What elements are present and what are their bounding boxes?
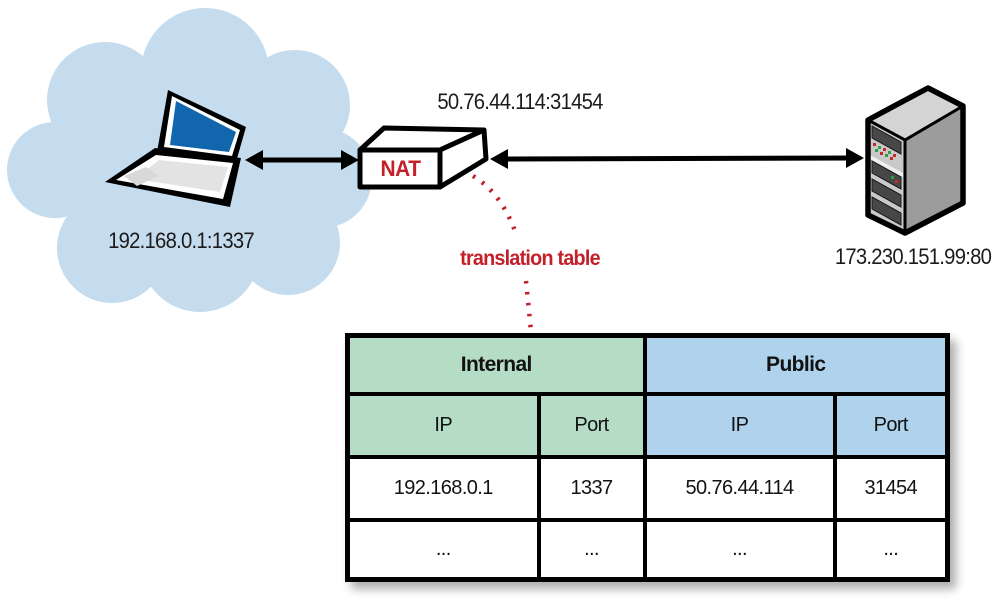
translation-table: Internal Public IP Port IP Port 192.168.… [345,333,951,582]
nat-box-label: NAT [380,155,421,181]
server-address-label: 173.230.151.99:80 [834,244,992,269]
table-header-internal: Internal [345,333,647,397]
nat-public-address-label: 50.76.44.114:31454 [437,89,603,114]
laptop-icon [105,90,246,207]
table-row: ... ... ... ... [345,517,950,582]
translation-table-label: translation table [460,247,600,270]
table-cell-public-ip: ... [642,517,837,582]
table-header-public-port: Port [832,392,950,459]
arrow-client-nat-icon [245,150,359,170]
table-header-internal-ip: IP [345,392,541,459]
table-cell-internal-ip: ... [345,517,541,582]
table-cell-public-ip: 50.76.44.114 [642,454,837,522]
table-cell-internal-ip: 192.168.0.1 [345,454,541,522]
client-address-label: 192.168.0.1:1337 [108,228,255,253]
table-header-internal-port: Port [536,392,647,459]
table-cell-public-port: ... [832,517,950,582]
nat-box-icon [357,125,489,190]
laptop-screen [170,101,236,152]
server-icon [865,85,966,236]
table-row: 192.168.0.1 1337 50.76.44.114 31454 [345,454,950,522]
table-column-header-row: IP Port IP Port [345,392,950,459]
table-cell-internal-port: 1337 [536,454,647,522]
arrow-nat-server-icon [490,148,864,169]
table-group-header-row: Internal Public [345,333,950,397]
table-cell-internal-port: ... [536,517,647,582]
server-led-lights [873,143,898,183]
table-header-public: Public [642,333,950,397]
table-cell-public-port: 31454 [832,454,950,522]
table-header-public-ip: IP [642,392,837,459]
